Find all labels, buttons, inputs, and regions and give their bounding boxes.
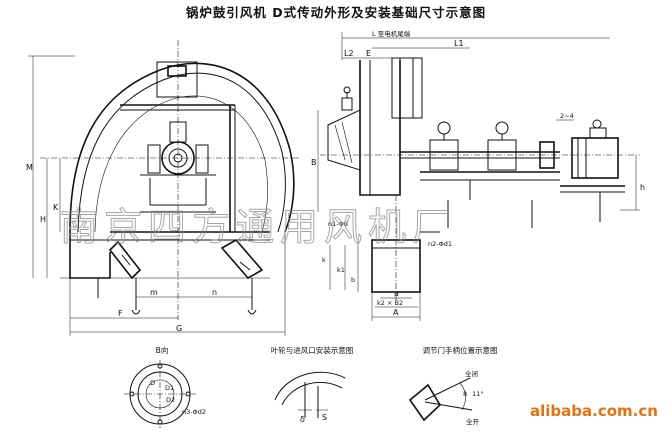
bearing-right-block [195,144,209,174]
casing-side [359,60,401,196]
b-view-detail: B向 D D1 D2 n3-Φd2 [124,345,206,428]
valve-arm-open [424,401,473,411]
motor-eye-bolt [592,119,602,129]
bearing-left-block [147,144,161,174]
side-view: L 至电机尾端 L1 L2 E [311,29,645,321]
bolt-hole-1 [157,363,163,369]
dim-label-k: k [322,256,326,264]
bearing-cap-2 [495,121,509,135]
inlet-hood [327,109,361,171]
motor-body [571,137,619,179]
dim-label-b: b [351,276,355,284]
valve-caption: 调节门手柄位置示意图 [423,345,498,355]
impeller-label-delta: δ [300,415,305,424]
dim-label-h: h [640,183,645,192]
dim-label-k2B2: k2 × B2 [377,299,403,307]
support-leg-right [220,238,264,280]
bolt-hole-4 [185,391,191,397]
b-view-label-n3d2: n3-Φd2 [182,408,206,416]
dim-label-B: B [311,158,317,167]
dim-label-a: a [394,289,399,298]
impeller-detail: 叶轮与进风口安装示意图 δ S [271,345,354,424]
anchor-hook-left [131,309,141,315]
b-view-label-D1: D1 [165,384,174,392]
valve-angle-1: 8 [463,390,467,398]
damper-actuator [341,97,353,111]
bolt-hole-2 [157,419,163,425]
drawing-title: 锅炉鼓引风机 D式传动外形及安装基础尺寸示意图 [186,5,486,20]
impeller-arc-inner [281,381,343,406]
dim-label-F: F [118,309,123,318]
outlet-duct-side [391,57,423,119]
dim-label-A: A [393,308,399,317]
dim-label-n: n [212,288,217,297]
volute-casing [69,62,295,233]
dim-label-k1: k1 [337,266,345,274]
b-view-label-D2: D2 [166,396,175,404]
motor-terminal-box [589,127,607,139]
leg-right-rib [239,261,251,271]
nameplate [167,65,187,77]
b-view-caption: B向 [156,345,169,355]
impeller-label-S: S [322,413,327,422]
watermark: 南京四方通用风机厂 [60,205,456,249]
dim-label-m: m [150,288,158,297]
bearing-cap-1 [437,121,451,135]
dim-label-n2d1: n2-Φd1 [428,240,452,248]
dim-label-E: E [366,49,371,58]
impeller-caption: 叶轮与进风口安装示意图 [271,345,354,355]
dim-label-H: H [40,215,46,224]
leg-left-rib [121,254,131,266]
coupling [539,141,555,169]
dim-label-spacing: 2~4 [560,112,574,120]
volute-inner [77,72,286,233]
b-view-label-D: D [150,379,155,387]
valve-arm-closed [424,377,471,401]
dim-label-n1d: n1-Φd [328,220,348,228]
dim-label-L2: L2 [344,49,354,58]
impeller-arc-outer [274,371,346,401]
valve-label-open: 全开 [466,417,480,426]
site-logo: alibaba.com.cn [530,402,658,420]
valve-angle-arc [459,382,466,411]
dim-label-L1: L1 [454,39,464,48]
valve-angle-2: 11° [472,390,484,398]
dim-label-L: L 至电机尾端 [372,29,411,38]
anchor-hook-right [247,309,257,315]
inlet-vane-2 [341,121,353,164]
damper-knob [343,86,351,94]
inlet-vane-1 [334,124,346,161]
dim-label-K: K [53,203,59,212]
valve-label-closed: 全闭 [465,369,478,378]
dim-label-M: M [26,163,33,172]
front-view: M H K m n F G [26,40,300,336]
bolt-hole-3 [129,391,135,397]
dim-label-G: G [176,324,182,333]
valve-detail: 调节门手柄位置示意图 全闭 全开 8 11° [408,345,498,426]
